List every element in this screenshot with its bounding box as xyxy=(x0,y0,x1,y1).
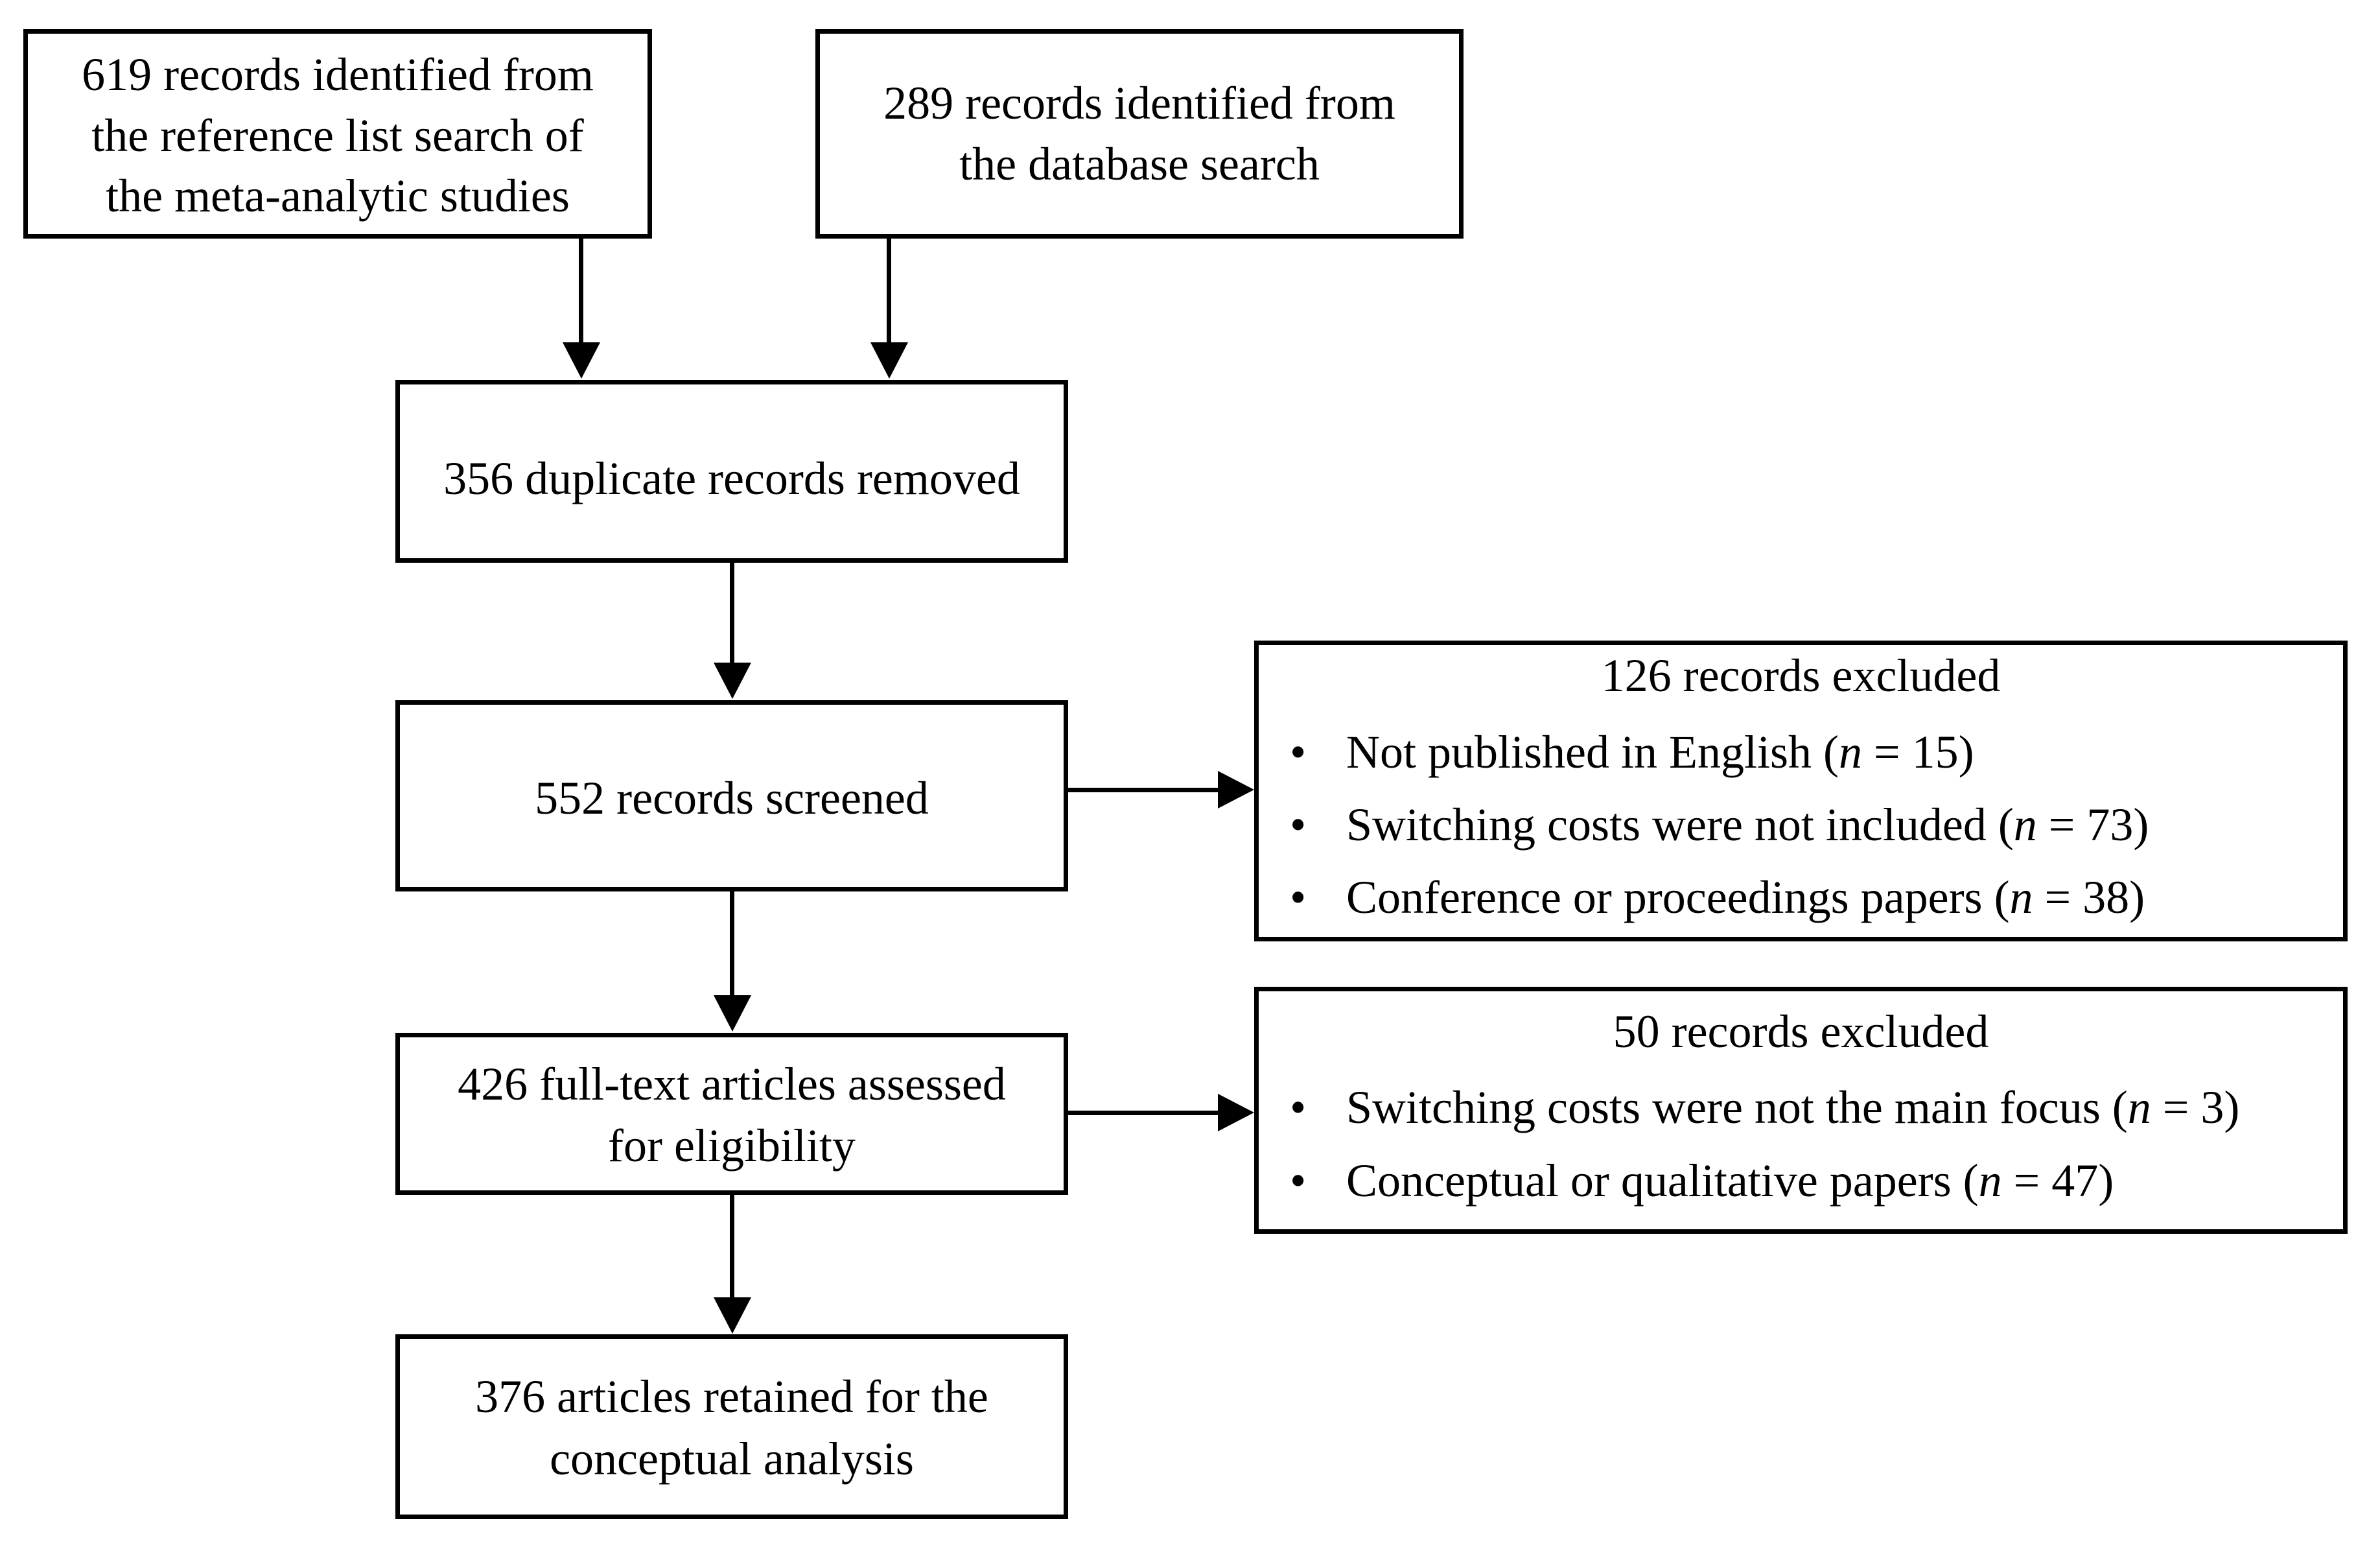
exclusion-stat-value: 47 xyxy=(2051,1154,2099,1207)
exclusion-reason-list: • Not published in English (n = 15) • Sw… xyxy=(1259,716,2343,934)
exclusion-reason-item: • Conference or proceedings papers (n = … xyxy=(1259,861,2343,934)
bullet-icon: • xyxy=(1290,1081,1307,1134)
connector-screened-to-fulltext-arrowhead xyxy=(714,995,751,1032)
exclusion-stat-equals: = xyxy=(2151,1081,2201,1134)
exclusion-stat-variable: n xyxy=(1838,725,1862,778)
bullet-icon: • xyxy=(1290,871,1307,924)
exclusion-title: 50 records excluded xyxy=(1613,1005,1989,1057)
exclusion-stat-close: ) xyxy=(2129,871,2145,924)
connector-fulltext-to-retained-arrowhead xyxy=(714,1297,751,1334)
exclusion-stat-equals: = xyxy=(2033,871,2083,924)
connector-screened-to-exclusion-line xyxy=(1068,788,1219,792)
exclusion-stat-variable: n xyxy=(2127,1081,2151,1134)
node-articles-retained: 376 articles retained for the conceptual… xyxy=(395,1334,1068,1519)
connector-fulltext-to-exclusion-arrowhead xyxy=(1218,1094,1254,1131)
node-line: the database search xyxy=(959,137,1320,190)
connector-fulltext-to-retained-line xyxy=(730,1195,734,1299)
exclusion-stat-close: ) xyxy=(2098,1154,2114,1207)
exclusion-stat-close: ) xyxy=(1958,725,1974,778)
connector-database-to-duplicates-arrowhead xyxy=(870,342,908,379)
exclusion-stat-value: 3 xyxy=(2200,1081,2224,1134)
node-fulltext-articles-assessed: 426 full-text articles assessed for elig… xyxy=(395,1033,1068,1195)
exclusion-reason-item: • Switching costs were not the main focu… xyxy=(1259,1071,2343,1144)
node-line: conceptual analysis xyxy=(550,1432,914,1485)
node-line: the meta-analytic studies xyxy=(106,170,570,222)
exclusion-reason-text: Switching costs were not the main focus … xyxy=(1346,1081,2128,1134)
exclusion-reason-text: Not published in English ( xyxy=(1346,725,1839,778)
exclusion-reason-item: • Not published in English (n = 15) xyxy=(1259,716,2343,788)
node-line: the reference list search of xyxy=(91,109,584,161)
connector-fulltext-to-exclusion-line xyxy=(1068,1111,1219,1115)
node-records-excluded-screening: 126 records excluded • Not published in … xyxy=(1254,641,2348,941)
exclusion-stat-close: ) xyxy=(2133,799,2149,851)
exclusion-stat-value: 15 xyxy=(1911,725,1959,778)
exclusion-stat-variable: n xyxy=(2009,871,2033,924)
exclusion-reason-list: • Switching costs were not the main focu… xyxy=(1259,1071,2343,1217)
node-line: 356 duplicate records removed xyxy=(443,452,1020,504)
node-line: 376 articles retained for the xyxy=(475,1371,988,1423)
connector-duplicates-to-screened-arrowhead xyxy=(714,663,751,699)
exclusion-stat-value: 38 xyxy=(2082,871,2130,924)
exclusion-stat-close: ) xyxy=(2224,1081,2240,1134)
bullet-icon: • xyxy=(1290,1154,1307,1207)
exclusion-stat-equals: = xyxy=(2001,1154,2052,1207)
exclusion-reason-text: Switching costs were not included ( xyxy=(1346,799,2014,851)
node-line: for eligibility xyxy=(608,1120,856,1172)
connector-screened-to-fulltext-line xyxy=(730,891,734,997)
exclusion-stat-equals: = xyxy=(2036,799,2087,851)
node-records-screened: 552 records screened xyxy=(395,700,1068,891)
node-records-excluded-eligibility: 50 records excluded • Switching costs we… xyxy=(1254,987,2348,1234)
exclusion-title: 126 records excluded xyxy=(1601,650,2001,702)
node-duplicate-records-removed: 356 duplicate records removed xyxy=(395,380,1068,563)
exclusion-stat-value: 73 xyxy=(2086,799,2134,851)
node-line: 619 records identified from xyxy=(82,49,594,101)
bullet-icon: • xyxy=(1290,725,1307,778)
connector-reference-to-duplicates-line xyxy=(579,239,583,344)
exclusion-stat-equals: = xyxy=(1861,725,1912,778)
node-line: 426 full-text articles assessed xyxy=(458,1057,1006,1110)
node-database-search: 289 records identified from the database… xyxy=(815,29,1464,239)
connector-screened-to-exclusion-arrowhead xyxy=(1218,771,1254,808)
connector-duplicates-to-screened-line xyxy=(730,563,734,664)
connector-database-to-duplicates-line xyxy=(887,239,891,344)
exclusion-reason-item: • Switching costs were not included (n =… xyxy=(1259,788,2343,861)
exclusion-stat-variable: n xyxy=(1978,1154,2002,1207)
exclusion-reason-text: Conceptual or qualitative papers ( xyxy=(1346,1154,1979,1207)
node-reference-list-search: 619 records identified from the referenc… xyxy=(23,29,652,239)
bullet-icon: • xyxy=(1290,799,1307,851)
connector-reference-to-duplicates-arrowhead xyxy=(563,342,600,379)
exclusion-reason-text: Conference or proceedings papers ( xyxy=(1346,871,2010,924)
exclusion-stat-variable: n xyxy=(2013,799,2037,851)
node-line: 289 records identified from xyxy=(883,77,1395,129)
exclusion-reason-item: • Conceptual or qualitative papers (n = … xyxy=(1259,1144,2343,1217)
node-line: 552 records screened xyxy=(535,772,929,824)
